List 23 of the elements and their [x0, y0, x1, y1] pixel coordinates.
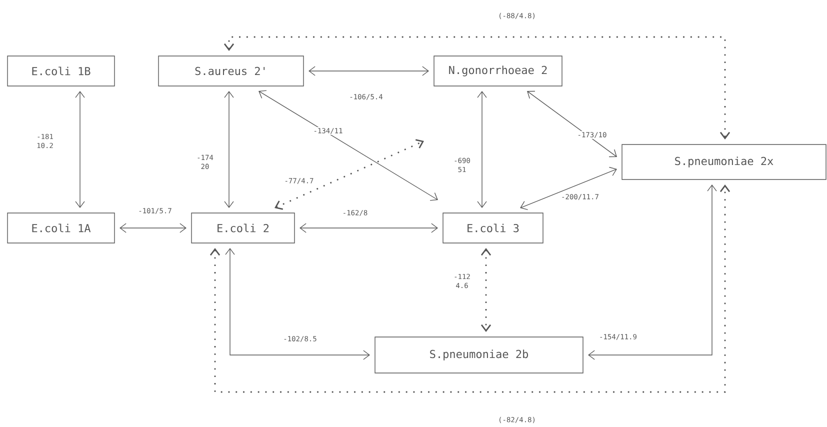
- arrow: [588, 184, 717, 360]
- process-box: S.pneumoniae 2x: [622, 144, 826, 180]
- process-box: E.coli 3: [442, 212, 544, 244]
- arrow: [527, 90, 617, 158]
- arrow: [477, 91, 487, 208]
- arrow: [120, 223, 186, 233]
- dotted-arrow: [274, 139, 424, 210]
- arrow: [224, 91, 234, 208]
- process-box: E.coli 2: [191, 212, 295, 244]
- process-box: S.pneumoniae 2b: [374, 336, 584, 374]
- dotted-arrow: [210, 184, 730, 393]
- arrow: [225, 248, 370, 360]
- arrow: [520, 166, 617, 210]
- arrow: [75, 91, 85, 208]
- dotted-arrow: [480, 248, 492, 332]
- process-box: E.coli 1B: [7, 56, 115, 86]
- arrow: [258, 90, 438, 201]
- dotted-arrow: [224, 36, 730, 140]
- process-box: E.coli 1A: [7, 212, 115, 244]
- process-box: N.gonorrhoeae 2: [434, 56, 562, 86]
- arrow: [300, 223, 438, 233]
- arrow: [308, 66, 429, 76]
- process-box: S.aureus 2': [158, 56, 304, 86]
